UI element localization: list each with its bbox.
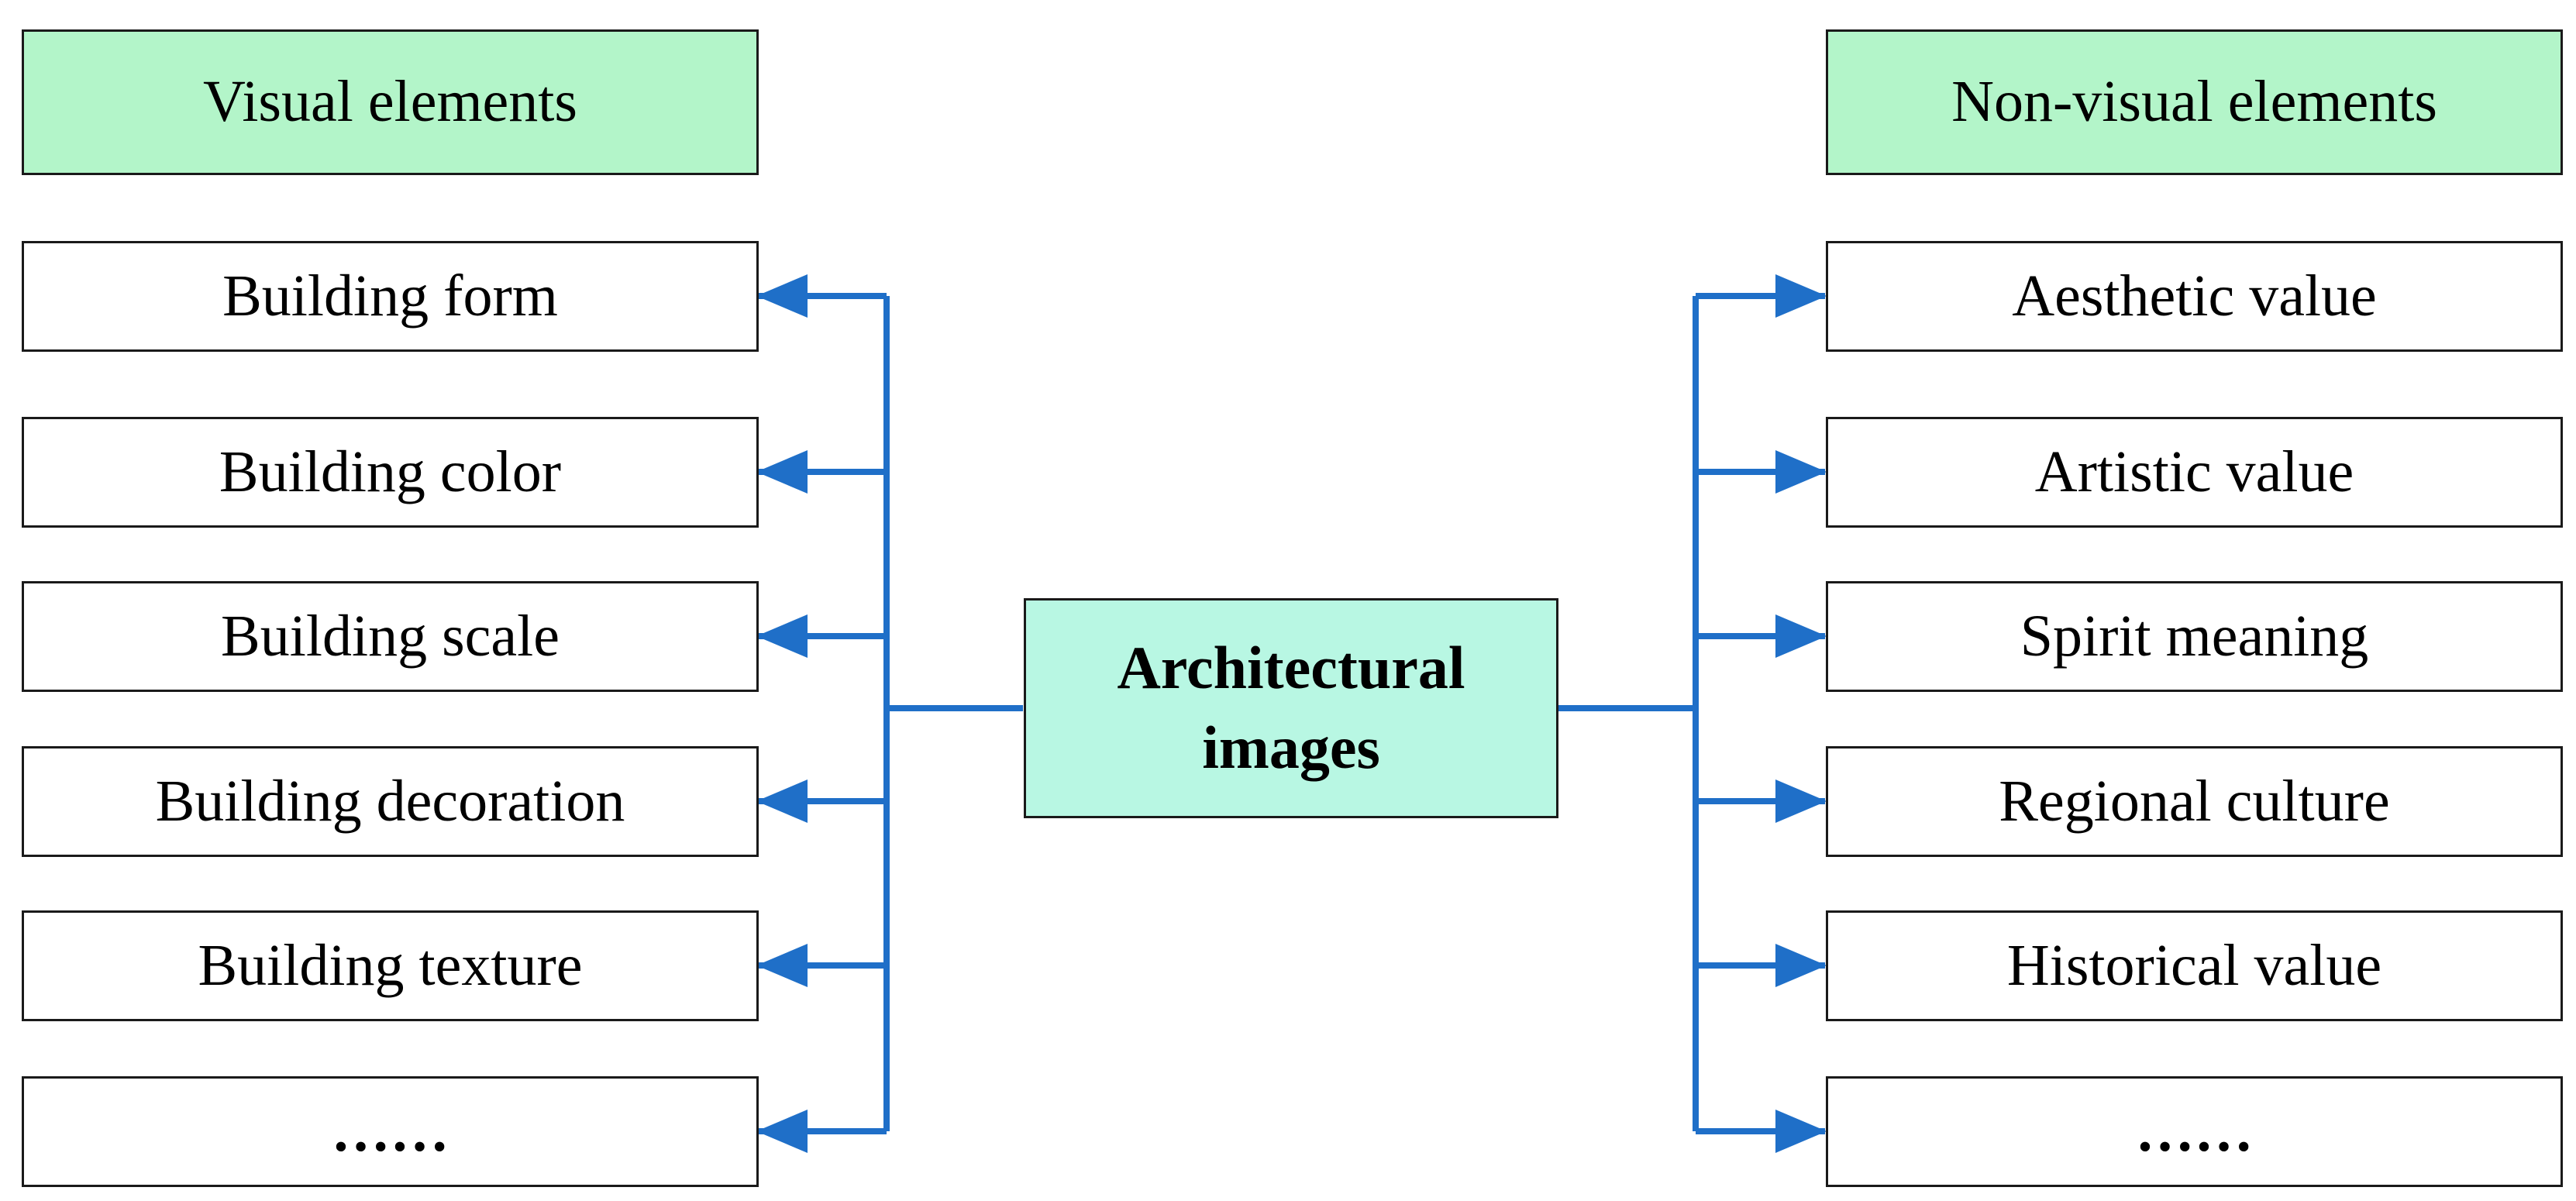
right-item-label: Historical value — [2006, 932, 2382, 998]
right-item-box: Historical value — [1826, 910, 2563, 1021]
left-item-label: Building texture — [198, 932, 583, 998]
left-item-label: Building scale — [221, 603, 560, 669]
right-item-box: …… — [1826, 1076, 2563, 1187]
right-item-label: Regional culture — [1999, 768, 2390, 834]
right-item-box: Artistic value — [1826, 417, 2563, 528]
non-visual-elements-header: Non-visual elements — [1826, 29, 2563, 175]
left-item-box: Building form — [22, 241, 759, 352]
non-visual-elements-header-label: Non-visual elements — [1951, 69, 2437, 135]
left-item-label: Building decoration — [155, 768, 625, 834]
left-item-box: Building color — [22, 417, 759, 528]
left-item-box: …… — [22, 1076, 759, 1187]
right-item-box: Aesthetic value — [1826, 241, 2563, 352]
right-item-box: Regional culture — [1826, 746, 2563, 857]
center-label-line-2: images — [1202, 714, 1380, 781]
right-item-ellipsis: …… — [2135, 1098, 2254, 1164]
right-item-box: Spirit meaning — [1826, 581, 2563, 692]
right-item-label: Artistic value — [2034, 439, 2354, 504]
right-item-label: Spirit meaning — [2020, 603, 2369, 669]
architectural-images-box: Architectural images — [1024, 598, 1558, 818]
left-item-box: Building decoration — [22, 746, 759, 857]
visual-elements-header-label: Visual elements — [203, 69, 577, 135]
center-label-line-1: Architectural — [1117, 634, 1465, 702]
left-item-ellipsis: …… — [331, 1098, 449, 1164]
left-item-box: Building texture — [22, 910, 759, 1021]
left-item-label: Building color — [219, 439, 562, 504]
visual-elements-header: Visual elements — [22, 29, 759, 175]
right-item-label: Aesthetic value — [2012, 263, 2377, 329]
left-item-box: Building scale — [22, 581, 759, 692]
left-item-label: Building form — [222, 263, 558, 329]
